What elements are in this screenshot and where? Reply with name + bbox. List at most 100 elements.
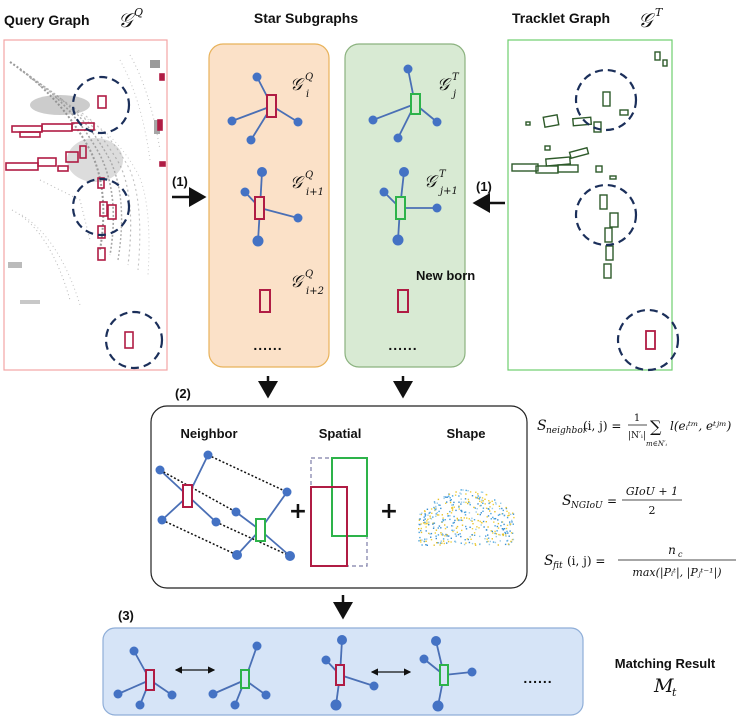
- shape-point: [441, 542, 443, 544]
- svg-text:1: 1: [634, 413, 640, 424]
- shape-point: [460, 519, 462, 521]
- shape-point: [443, 542, 445, 545]
- shape-point: [460, 517, 462, 519]
- shape-point: [480, 521, 483, 524]
- result-ellipsis: ......: [523, 670, 552, 686]
- shape-point: [479, 543, 481, 545]
- shape-point: [444, 519, 446, 521]
- shape-point: [482, 502, 484, 504]
- shape-point: [439, 544, 441, 546]
- shape-point: [426, 523, 428, 525]
- shape-point: [420, 527, 422, 530]
- shape-point: [424, 518, 426, 520]
- shape-point: [453, 501, 455, 504]
- tracklet-graph-title: Tracklet Graph: [512, 10, 610, 26]
- shape-point: [479, 513, 481, 516]
- shape-point: [504, 543, 507, 546]
- svg-text:𝒢: 𝒢: [290, 173, 305, 193]
- step-3-label: (3): [118, 608, 134, 623]
- shape-point: [466, 538, 469, 540]
- shape-point: [425, 530, 427, 532]
- shape-point: [441, 521, 443, 523]
- query-star-subgraphs-panel: [208, 43, 330, 368]
- shape-point: [418, 523, 420, 526]
- shape-point: [492, 541, 495, 543]
- shape-point: [475, 511, 477, 513]
- shape-point: [455, 491, 457, 493]
- shape-point: [462, 489, 464, 491]
- shape-point: [486, 541, 488, 543]
- shape-point: [499, 513, 501, 516]
- shape-point: [437, 527, 439, 529]
- shape-point: [419, 523, 421, 526]
- shape-point: [432, 527, 435, 529]
- shape-point: [492, 532, 494, 534]
- tracklet-graph-symbol: 𝒢: [638, 8, 656, 32]
- shape-point: [488, 500, 490, 502]
- shape-point: [451, 525, 454, 527]
- shape-point: [505, 527, 508, 530]
- tracklet-new-born-box: [397, 289, 409, 313]
- shape-point: [440, 527, 442, 529]
- query-star-2-label: 𝒢 Q i+1: [290, 170, 324, 198]
- shape-point: [502, 533, 504, 535]
- shape-point: [429, 515, 431, 517]
- shape-point: [494, 532, 496, 535]
- shape-point: [424, 510, 426, 513]
- shape-point: [484, 498, 486, 500]
- shape-point: [458, 505, 460, 507]
- shape-point: [487, 526, 489, 528]
- svg-text:𝒢: 𝒢: [290, 272, 305, 292]
- shape-point: [493, 518, 495, 520]
- shape-point: [442, 517, 444, 519]
- shape-point: [420, 531, 423, 534]
- shape-point: [465, 542, 467, 544]
- shape-point: [489, 506, 491, 508]
- shape-point: [508, 535, 510, 537]
- shape-point: [452, 530, 454, 533]
- shape-point: [478, 527, 480, 529]
- shape-point: [494, 511, 496, 513]
- shape-point: [445, 533, 447, 536]
- shape-point: [487, 534, 489, 536]
- svg-text:t: t: [672, 686, 677, 699]
- shape-point: [450, 541, 452, 543]
- shape-point: [424, 538, 426, 540]
- shape-point: [492, 516, 494, 519]
- shape-point: [503, 523, 505, 526]
- shape-point: [430, 508, 433, 510]
- shape-point: [444, 535, 446, 537]
- shape-point: [497, 519, 499, 521]
- tracklet-graph-frame: [507, 39, 673, 371]
- shape-point: [495, 503, 497, 505]
- shape-point: [502, 509, 504, 512]
- equation-fit: S fit (i, j) = n c max(|Pᵢᵗ|, |Pⱼᵗ⁻¹|): [544, 543, 736, 580]
- shape-point: [444, 527, 447, 530]
- shape-point: [512, 538, 515, 541]
- shape-point: [427, 518, 429, 520]
- matching-result-title: Matching Result M t: [615, 656, 716, 699]
- shape-point: [487, 537, 490, 539]
- shape-point: [451, 504, 453, 506]
- shape-point: [428, 532, 430, 535]
- shape-point: [480, 512, 482, 514]
- shape-point-cloud: [418, 489, 515, 546]
- shape-point: [470, 519, 472, 522]
- shape-point: [467, 490, 469, 492]
- svg-text:max(|Pᵢᵗ|, |Pⱼᵗ⁻¹|): max(|Pᵢᵗ|, |Pⱼᵗ⁻¹|): [632, 566, 721, 580]
- shape-point: [433, 544, 435, 546]
- shape-point: [449, 510, 451, 513]
- svg-text:m∈N′ᵢ: m∈N′ᵢ: [646, 440, 668, 448]
- plus-sign-2: +: [380, 499, 398, 524]
- shape-point: [429, 533, 431, 535]
- svg-text:∑: ∑: [650, 417, 662, 436]
- shape-point: [508, 514, 510, 516]
- svg-text:M: M: [653, 675, 674, 697]
- shape-point: [471, 495, 474, 497]
- shape-point: [465, 525, 467, 528]
- shape-point: [477, 519, 479, 522]
- shape-point: [494, 525, 496, 527]
- shape-point: [482, 520, 485, 523]
- shape-point: [465, 489, 467, 492]
